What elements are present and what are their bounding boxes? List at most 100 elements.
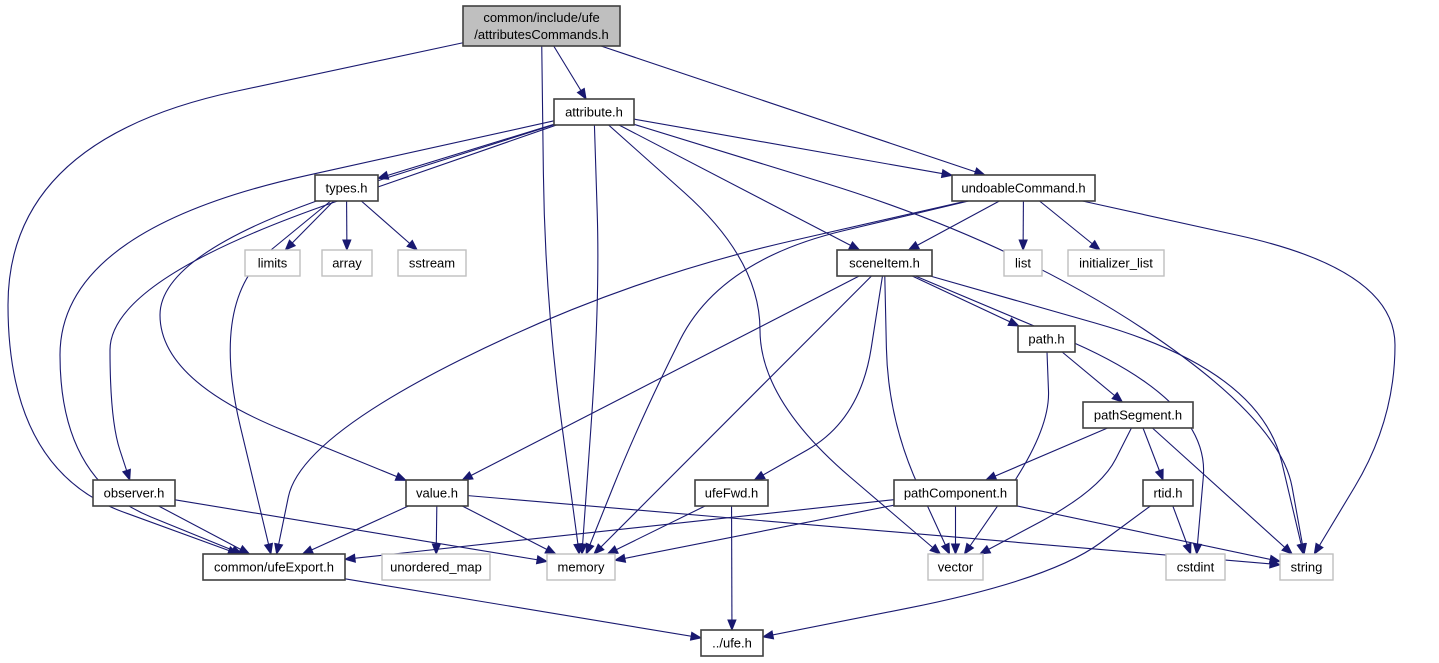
node-string: string [1279,553,1334,581]
edge-undoable-to-sceneitem [908,200,1000,251]
arrowhead-pathseg-to-string [1281,543,1294,555]
arrowhead-sceneitem-to-path [1007,317,1021,327]
edge-path-to-pathseg [1061,351,1123,403]
edge-undoable-to-memory [585,200,969,555]
node-box [202,553,346,581]
node-path[interactable]: path.h [1017,325,1076,353]
node-box [92,479,176,507]
node-label: sstream [409,256,455,271]
node-box [836,249,933,277]
node-box [951,174,1096,202]
edge-pathseg-to-pathcomp [985,427,1108,481]
node-undoable[interactable]: undoableCommand.h [951,174,1096,202]
nodes-layer: common/include/ufe/attributesCommands.h a… [92,5,1334,657]
arrowhead-sceneitem-to-vector [940,542,951,556]
arrowhead-root-to-attribute [576,87,587,101]
node-value[interactable]: value.h [405,479,469,507]
node-label: common/ufeExport.h [214,560,334,575]
arrowhead-types-to-limits [284,239,297,251]
edge-sceneitem-to-path [911,275,1020,327]
node-pathseg[interactable]: pathSegment.h [1082,401,1194,429]
node-label: undoableCommand.h [961,181,1085,196]
node-label: array [332,256,362,271]
edge-pathcomp-to-string [1016,505,1281,562]
node-rtid[interactable]: rtid.h [1142,479,1194,507]
arrowhead-undoable-to-sceneitem [907,240,921,251]
arrowhead-sceneitem-to-ufefwd [753,470,766,481]
arrowhead-value-to-ufeexport [301,545,315,555]
arrowhead-types-to-ufeexport [263,542,274,556]
node-label: types.h [326,181,368,196]
arrowhead-sceneitem-to-cstdint [1192,543,1203,556]
node-box [462,5,621,47]
node-label: observer.h [104,486,165,501]
node-box [700,629,764,657]
edge-pathcomp-to-ufeexport [344,499,895,560]
arrowhead-attribute-to-sceneitem [847,240,861,251]
node-label: attribute.h [565,105,623,120]
node-attribute[interactable]: attribute.h [553,98,635,126]
edge-rtid-to-ufeh [762,505,1151,638]
arrowhead-path-to-pathseg [1111,391,1124,403]
edge-pathseg-to-vector [979,427,1132,555]
node-box [553,98,635,126]
node-box [893,479,1018,507]
node-box [381,553,491,581]
node-label: cstdint [1177,560,1215,575]
node-box [321,249,373,277]
edge-attribute-to-types [377,123,555,179]
node-sstream: sstream [397,249,467,277]
node-label: /attributesCommands.h [474,27,608,42]
edge-sceneitem-to-memory [593,275,872,555]
node-label: pathComponent.h [904,486,1007,501]
arrowhead-undoable-to-memory [585,542,595,556]
arrowhead-attribute-to-vector [929,543,942,555]
edge-observer-to-memory [174,499,548,562]
node-vector: vector [927,553,984,581]
edge-sceneitem-to-string [929,275,1304,555]
node-root[interactable]: common/include/ufe/attributesCommands.h [462,5,621,47]
arrowhead-value-to-memory [544,544,557,555]
edge-ufefwd-to-memory [607,505,706,555]
arrowhead-observer-to-memory [535,554,549,565]
edge-observer-to-ufeexport [158,505,250,555]
node-label: list [1015,256,1031,271]
edge-root-to-memory [541,45,580,555]
arrowhead-types-to-array [342,239,352,252]
arrowhead-rtid-to-cstdint [1182,542,1192,556]
node-box [1082,401,1194,429]
arrowhead-pathcomp-to-ufeexport [343,553,356,563]
node-label: common/include/ufe [483,10,599,25]
edge-attribute-to-sceneitem [618,124,860,251]
edge-attribute-to-memory [581,124,599,555]
node-pathcomp[interactable]: pathComponent.h [893,479,1018,507]
node-memory: memory [546,553,616,581]
edge-root-to-undoable [600,45,985,176]
edge-undoable-to-string [1082,200,1396,555]
arrowhead-pathcomp-to-memory [613,553,627,563]
node-limits: limits [244,249,301,277]
arrowhead-types-to-sstream [406,239,419,251]
node-ufeexport[interactable]: common/ufeExport.h [202,553,346,581]
node-label: sceneItem.h [849,256,920,271]
arrowhead-sceneitem-to-memory [593,543,605,555]
node-box [1279,553,1334,581]
edge-undoable-to-initlist [1039,200,1101,251]
edge-pathseg-to-string [1152,427,1293,555]
node-array: array [321,249,373,277]
edge-value-to-memory [462,505,556,555]
arrowhead-attribute-to-undoable [940,168,954,179]
node-ufeh[interactable]: ../ufe.h [700,629,764,657]
edge-attribute-to-vector [608,124,941,555]
edge-path-to-vector [964,351,1050,555]
edge-value-to-string [467,495,1281,566]
node-label: vector [938,560,974,575]
node-observer[interactable]: observer.h [92,479,176,507]
arrowhead-rtid-to-ufeh [761,630,775,640]
node-types[interactable]: types.h [314,174,379,202]
node-ufefwd[interactable]: ufeFwd.h [694,479,769,507]
node-box [1017,325,1076,353]
node-sceneitem[interactable]: sceneItem.h [836,249,933,277]
arrowhead-pathseg-to-pathcomp [984,471,998,481]
